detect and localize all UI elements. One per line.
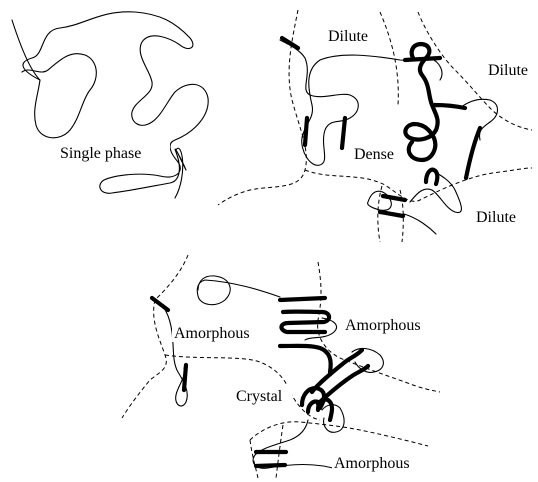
label-dense: Dense bbox=[352, 144, 404, 163]
dense-chain-loop-bottom bbox=[426, 170, 437, 184]
dilute-stub-mid bbox=[342, 118, 345, 148]
phase-boundary-left bbox=[218, 10, 306, 205]
dense-text: Dense bbox=[354, 146, 394, 163]
crystal-fold-top bbox=[280, 298, 331, 372]
amorphous-right-text: Amorphous bbox=[345, 317, 421, 334]
chain-bottom bbox=[368, 170, 462, 234]
phase-boundary-bottom bbox=[305, 168, 532, 201]
single-phase-chain bbox=[12, 12, 208, 198]
dilute-top-text: Dilute bbox=[328, 28, 368, 45]
amorphous-bottom-text: Amorphous bbox=[334, 455, 410, 472]
crystalline-panel: Amorphous Amorphous Crystal Amorphous bbox=[122, 255, 440, 478]
label-amorphous-bottom: Amorphous bbox=[332, 453, 430, 472]
phase-separated-panel: Dilute Dilute Dense Dilute bbox=[218, 10, 536, 242]
label-dilute-bottom: Dilute bbox=[474, 207, 526, 226]
cryst-boundary-bottom-left bbox=[250, 440, 258, 478]
dense-chain-right-segment bbox=[466, 128, 480, 178]
amorphous-stub-left bbox=[152, 298, 168, 310]
amorphous-stub-bottom-2 bbox=[256, 465, 285, 466]
label-dilute-top: Dilute bbox=[326, 26, 378, 45]
dilute-stub-top bbox=[282, 38, 298, 48]
label-crystal: Crystal bbox=[234, 386, 292, 405]
label-amorphous-right: Amorphous bbox=[343, 315, 439, 334]
dilute-bottom-text: Dilute bbox=[476, 209, 516, 226]
crystal-text: Crystal bbox=[236, 388, 283, 405]
single-phase-label: Single phase bbox=[58, 142, 170, 162]
dilute-stub-bottom-2 bbox=[380, 212, 403, 216]
label-dilute-right: Dilute bbox=[486, 60, 536, 79]
single-phase-text: Single phase bbox=[60, 145, 141, 162]
amorphous-left-text: Amorphous bbox=[174, 325, 250, 342]
dilute-stub-left bbox=[305, 118, 307, 145]
dilute-right-text: Dilute bbox=[488, 62, 528, 79]
amorphous-stub-mid bbox=[184, 365, 186, 390]
label-amorphous-left: Amorphous bbox=[172, 323, 266, 342]
dense-chain-top-segment bbox=[405, 58, 440, 60]
single-phase-panel: Single phase bbox=[12, 12, 208, 198]
